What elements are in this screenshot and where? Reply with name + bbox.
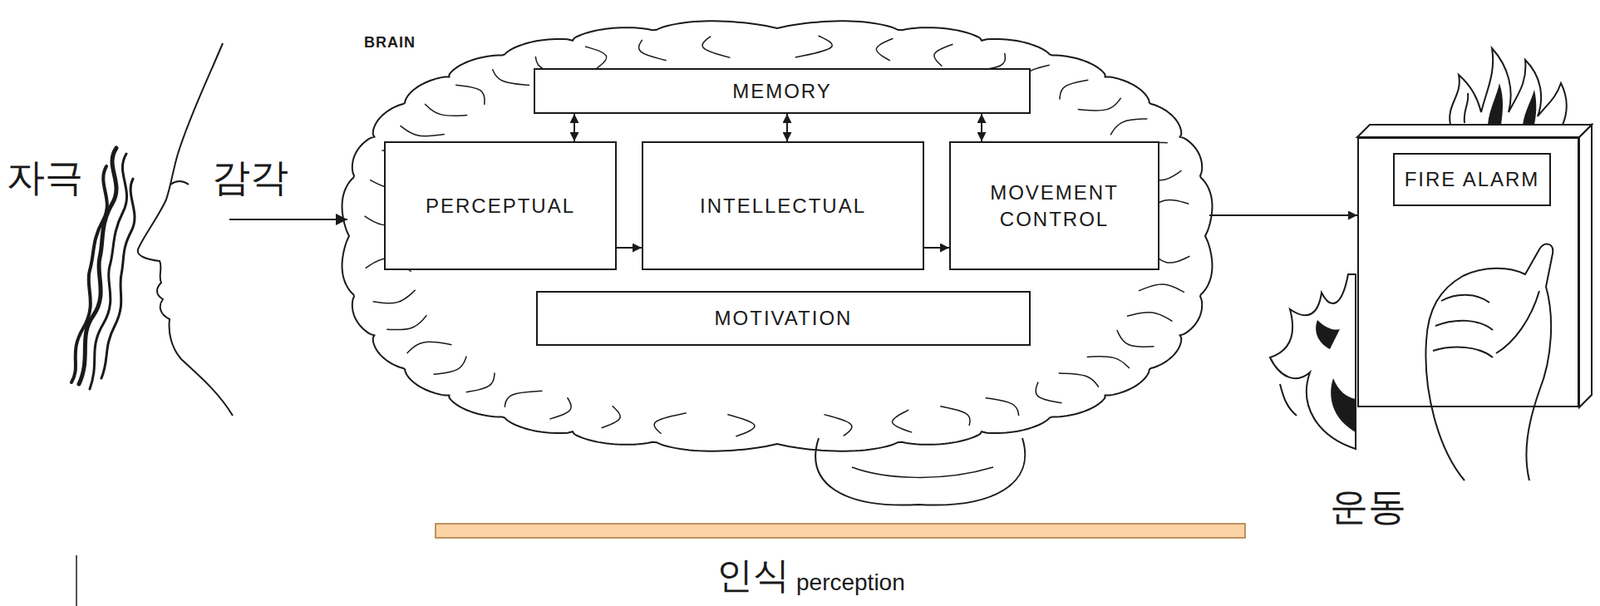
sense-arrow <box>229 218 348 221</box>
flow-arrow <box>980 113 983 142</box>
brain-fold <box>1127 312 1173 322</box>
flow-arrow <box>786 113 788 142</box>
node-label: INTELLECTUAL <box>699 192 867 219</box>
korean-term: 운동 <box>1329 487 1407 526</box>
node-label: MOVEMENT CONTROL <box>959 179 1150 232</box>
hand-line <box>1441 295 1490 303</box>
node-label: MEMORY <box>732 78 832 104</box>
brain-fold <box>702 36 730 59</box>
brain-fold <box>1058 373 1099 388</box>
korean-term: 자극 <box>6 157 84 197</box>
perception-bar <box>435 523 1246 538</box>
brain-fold <box>638 39 666 61</box>
brain-fold <box>373 290 416 304</box>
english-term: perception <box>796 571 906 595</box>
korean-term: 인식 <box>716 556 790 594</box>
brain-fold <box>654 413 687 434</box>
process-box: PERCEPTUAL <box>384 141 617 271</box>
cerebellum <box>815 438 1025 506</box>
brain-fold <box>795 35 832 58</box>
brain-fold <box>934 44 954 66</box>
brain-fold <box>455 84 485 105</box>
hand-line <box>1432 347 1493 358</box>
hand-line <box>1496 290 1540 354</box>
node-label: BRAIN <box>364 34 416 52</box>
brain-fold <box>1110 118 1148 135</box>
flame <box>1270 274 1356 449</box>
flow-arrow <box>616 246 642 249</box>
smoke-strand <box>71 166 108 383</box>
hand-line <box>1435 320 1493 330</box>
flame-shadow <box>1487 83 1503 125</box>
brain-fold <box>1078 98 1122 111</box>
brain-fold <box>400 125 445 137</box>
brain-fold <box>492 68 531 85</box>
brain-fold <box>876 38 893 61</box>
brain-fold <box>1117 329 1155 347</box>
flame <box>1449 48 1566 125</box>
flame-lick <box>1280 384 1297 416</box>
label-slot: 자극 <box>6 157 84 197</box>
brain-fold <box>386 315 427 330</box>
label-slot: perception <box>796 571 906 595</box>
flame-shadow <box>1522 89 1536 125</box>
flame-lick <box>1464 93 1469 124</box>
brain-outline-path <box>342 20 1213 451</box>
node-label: PERCEPTUAL <box>425 192 576 219</box>
label-slot: 감각 <box>211 157 289 197</box>
node-label: FIRE ALARM <box>1393 152 1551 207</box>
smoke-strand <box>101 178 135 379</box>
brain-fold <box>940 406 970 426</box>
brain-fold <box>1087 356 1130 369</box>
panel-top <box>1357 124 1592 138</box>
cerebellum-fold <box>851 467 994 478</box>
flow-arrow <box>573 113 576 142</box>
alarm-panel: FIRE ALARM <box>1357 137 1580 408</box>
process-box: MEMORY <box>533 68 1031 114</box>
brain-fold <box>601 405 621 428</box>
label-slot: 운동 <box>1329 487 1407 526</box>
brain-fold <box>424 103 468 116</box>
brain-fold <box>433 356 467 375</box>
face-profile <box>137 43 233 416</box>
brain-fold <box>504 390 542 407</box>
node-label: MOTIVATION <box>714 305 853 331</box>
brain-fold <box>407 341 453 354</box>
brain-fold <box>466 372 495 392</box>
brain-fold <box>585 46 607 69</box>
flame-shadow <box>1330 378 1356 433</box>
margin-line <box>75 555 78 606</box>
brain-fold <box>985 398 1020 417</box>
flame-shadow <box>1315 320 1340 350</box>
process-box: MOVEMENT CONTROL <box>949 141 1160 271</box>
brain-fold <box>1138 284 1185 293</box>
brain-fold <box>892 409 913 433</box>
brain-fold <box>823 414 852 437</box>
process-box: MOTIVATION <box>536 290 1031 346</box>
label-slot: 인식 <box>716 556 790 594</box>
process-box: INTELLECTUAL <box>641 141 925 271</box>
hand <box>1425 244 1553 481</box>
panel-side <box>1579 124 1592 408</box>
brain-outline: BRAIN MEMORY PERCEPTUAL INTELLECTUAL MOVEMEN… <box>344 18 1210 509</box>
brain-fold <box>1035 382 1062 404</box>
brain-fold <box>549 397 572 419</box>
face-eye <box>170 181 189 185</box>
brain-fold <box>1059 79 1088 99</box>
flow-arrow <box>1209 214 1358 217</box>
korean-term: 감각 <box>211 157 289 197</box>
flow-arrow <box>924 246 950 249</box>
brain-fold <box>727 414 755 437</box>
